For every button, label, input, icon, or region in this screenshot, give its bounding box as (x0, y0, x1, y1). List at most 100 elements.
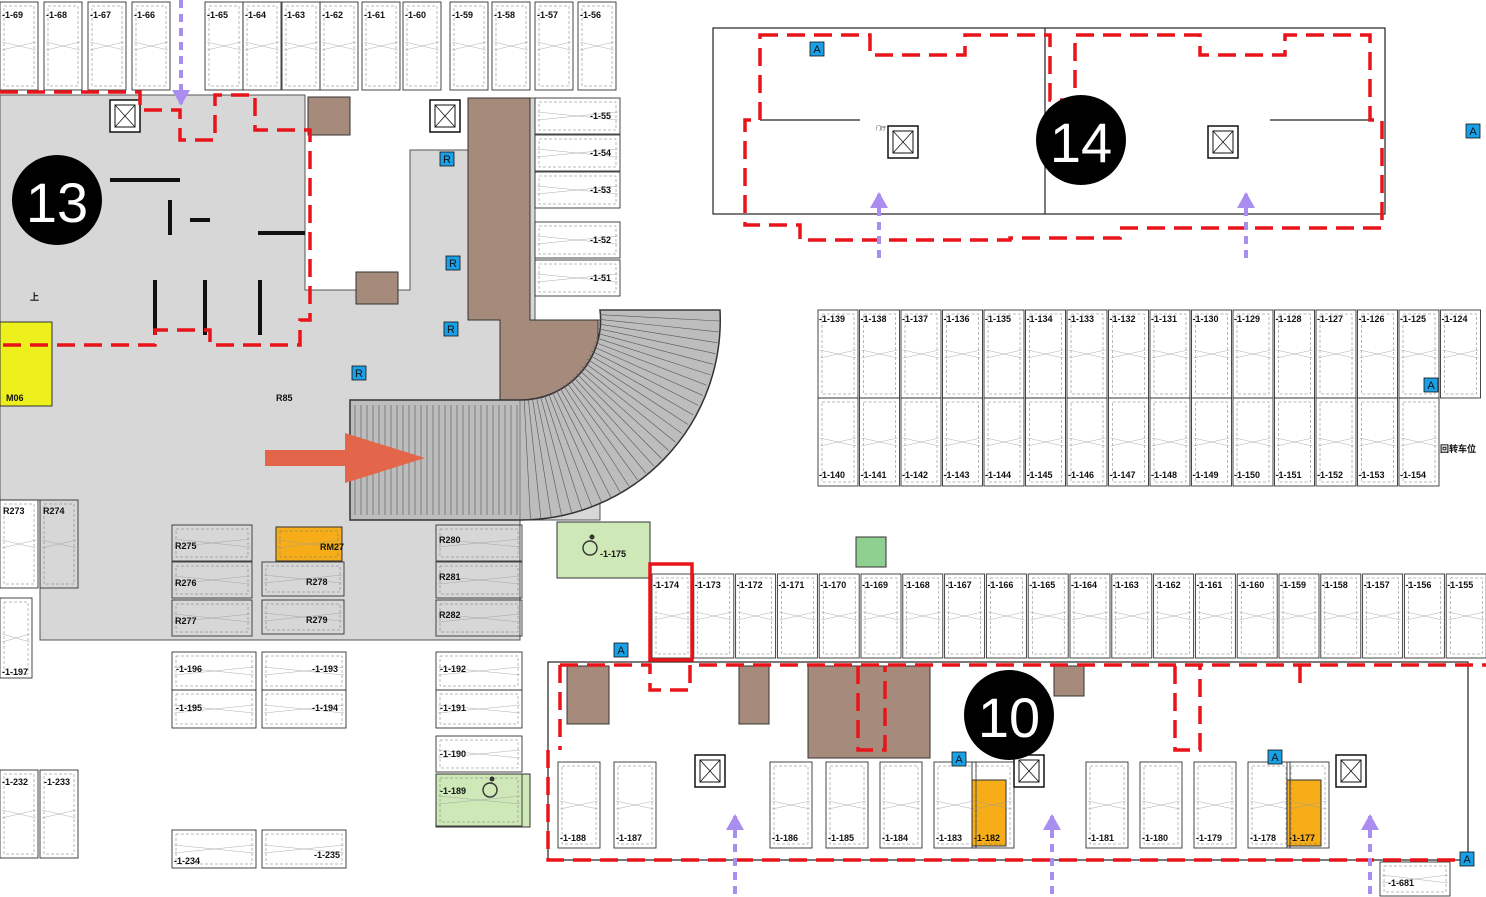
parking-stall: -1-57 (534, 1, 574, 91)
parking-stall: -1-149 (1191, 397, 1232, 487)
stall-number: -1-137 (902, 314, 928, 324)
stall-number: -1-127 (1317, 314, 1343, 324)
parking-stall: -1-168 (902, 573, 944, 659)
brown-room-small (1053, 665, 1085, 697)
parking-stall: -1-131 (1149, 309, 1191, 399)
stall-number: -1-155 (1447, 580, 1473, 590)
parking-stall: -1-191 (435, 689, 523, 729)
access-arrows (172, 0, 1379, 897)
parking-stall: -1-68 (43, 1, 83, 91)
parking-stall: -1-137 (900, 309, 942, 399)
parking-stall: -1-186 (769, 761, 813, 849)
parking-stall: RM27 (275, 526, 344, 562)
parking-stall: -1-167 (944, 573, 986, 659)
badge-14: 14 (1036, 95, 1126, 185)
parking-stall: -1-66 (131, 1, 171, 91)
stall-number: -1-147 (1110, 470, 1136, 480)
stall-number: -1-179 (1196, 833, 1222, 843)
stall-number: -1-139 (819, 314, 845, 324)
parking-stall: -1-146 (1066, 397, 1108, 487)
stall-number: -1-187 (616, 833, 642, 843)
parking-stall: -1-126 (1357, 309, 1398, 399)
access-tag-letter: A (955, 754, 963, 766)
parking-stall: -1-183 (933, 761, 977, 849)
badge-14-label: 14 (1050, 111, 1112, 174)
parking-stall: -1-187 (613, 761, 657, 849)
badge-13: 13 (12, 155, 102, 245)
stall-number: -1-157 (1364, 580, 1390, 590)
access-tag-letter: A (1463, 854, 1471, 866)
stall-number: -1-181 (1088, 833, 1114, 843)
stall-number: R276 (175, 578, 197, 588)
parking-stall: -1-132 (1108, 309, 1149, 399)
parking-stall: -1-136 (942, 309, 983, 399)
zone-r85-label: R85 (276, 393, 293, 403)
parking-stall: R278 (261, 561, 345, 597)
stall-number: -1-146 (1068, 470, 1094, 480)
stall-number: R277 (175, 616, 197, 626)
stall-number: -1-129 (1234, 314, 1260, 324)
parking-stall: -1-135 (983, 309, 1025, 399)
parking-stall: -1-165 (1027, 573, 1069, 659)
parking-stall: -1-173 (693, 573, 735, 659)
stall-number: R281 (439, 572, 461, 582)
stall-number: -1-197 (2, 667, 28, 677)
stall-number: -1-62 (322, 10, 343, 20)
access-tag-icon: R (445, 255, 461, 271)
parking-stall: -1-128 (1274, 309, 1315, 399)
parking-stall: -1-51 (534, 259, 621, 297)
parking-stall: -1-67 (87, 1, 127, 91)
elevator-icon (887, 125, 919, 159)
parking-stall: -1-169 (860, 573, 902, 659)
stall-number: -1-142 (902, 470, 928, 480)
parking-stall: -1-127 (1315, 309, 1357, 399)
boundary-lines (0, 33, 1486, 862)
access-tag-icon: A (613, 642, 629, 658)
parking-stall: -1-64 (242, 1, 282, 91)
access-tag-icon: R (439, 151, 455, 167)
parking-stall: -1-163 (1111, 573, 1153, 659)
stall-number: -1-54 (590, 148, 611, 158)
parking-stall: -1-159 (1278, 573, 1320, 659)
badge-13-label: 13 (26, 171, 88, 234)
stall-number: -1-233 (44, 777, 70, 787)
stall-number: -1-151 (1276, 470, 1302, 480)
stall-number: -1-67 (90, 10, 111, 20)
stall-number: -1-174 (653, 580, 679, 590)
stall-number: -1-53 (590, 185, 611, 195)
stall-number: -1-235 (314, 850, 340, 860)
stall-number: -1-64 (245, 10, 266, 20)
elevator-icon (694, 754, 726, 788)
parking-stall: -1-156 (1403, 573, 1445, 659)
parking-stall: -1-124 (1440, 309, 1481, 399)
parking-stall: -1-133 (1066, 309, 1108, 399)
parking-stall: -1-55 (534, 97, 621, 135)
orange-stall-182 (971, 779, 1007, 847)
parking-stall: -1-59 (449, 1, 489, 91)
walls (110, 123, 1185, 335)
parking-stall: -1-157 (1362, 573, 1404, 659)
parking-stall: -1-139 (817, 309, 859, 399)
stall-number: -1-65 (207, 10, 228, 20)
up-label: 上 (30, 291, 39, 302)
entry-arrow-icon (172, 0, 190, 106)
boundary-10 (546, 663, 1486, 862)
door-label: 门厅 (876, 125, 886, 132)
stall-number: -1-173 (695, 580, 721, 590)
parking-stall: -1-188 (557, 761, 601, 849)
highlight-stall-174 (648, 562, 694, 662)
wheelchair-icon (482, 776, 498, 798)
parking-stall: -1-681 (1379, 861, 1451, 897)
stall-number: -1-55 (590, 111, 611, 121)
stall-number: -1-234 (174, 856, 200, 866)
stall-number: -1-144 (985, 470, 1011, 480)
entry-arrow-icon (726, 814, 744, 897)
parking-stall: -1-153 (1357, 397, 1398, 487)
parking-stall: -1-166 (985, 573, 1027, 659)
parking-stall: -1-52 (534, 221, 621, 259)
stall-number: -1-169 (862, 580, 888, 590)
access-tag-icon: A (1459, 851, 1475, 867)
boundary-14 (743, 33, 1384, 242)
parking-stall: -1-143 (942, 397, 983, 487)
